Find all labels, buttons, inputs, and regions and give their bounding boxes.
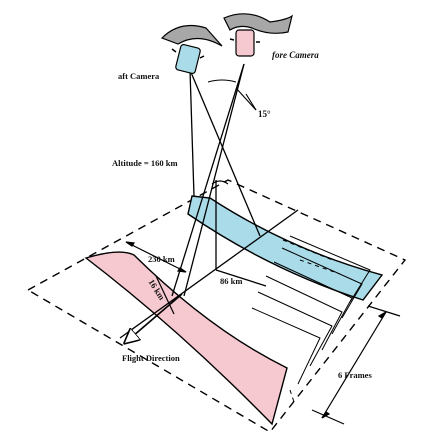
width-230-label: 230 km: [148, 254, 175, 264]
aft-camera-body: [175, 44, 201, 74]
frames-label: 6 Frames: [338, 370, 372, 380]
ground-axes: [119, 180, 299, 339]
ground-boundary: [26, 179, 407, 433]
flight-direction-label: Flight Direction: [122, 353, 180, 363]
fore-solar-panel: [223, 13, 293, 34]
dimension-16km: [155, 275, 175, 315]
altitude-label: Altitude = 160 km: [112, 158, 178, 168]
aft-swath: [84, 251, 288, 426]
angle-label: 15°: [258, 109, 271, 119]
width-86-label: 86 km: [220, 276, 242, 286]
frame-stack: [251, 235, 371, 385]
aft-camera-label: aft Camera: [118, 71, 160, 81]
angle-markers: [207, 79, 257, 185]
aft-solar-panel: [160, 25, 223, 47]
aft-camera: [160, 25, 223, 74]
flight-direction-arrow: [126, 293, 183, 342]
frame-dashes: [282, 239, 341, 403]
frames-dimension: [311, 305, 401, 425]
dimension-230km: [125, 241, 187, 273]
fore-camera: [223, 13, 293, 57]
fore-camera-label: fore Camera: [272, 50, 319, 60]
fore-swath: [187, 195, 384, 301]
fore-camera-body: [235, 29, 255, 57]
view-rays: [171, 63, 261, 297]
